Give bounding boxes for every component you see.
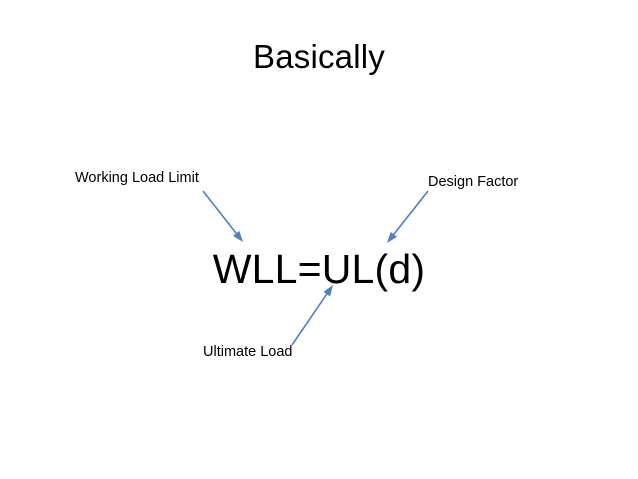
annotation-label-ultimate-load: Ultimate Load <box>203 344 293 360</box>
arrow-design-factor-shaft <box>391 190 429 237</box>
arrow-ultimate-load-shaft <box>291 291 329 346</box>
page-title: Basically <box>252 38 385 75</box>
annotation-label-working-load-limit: Working Load Limit <box>75 170 199 186</box>
arrow-working-load-limit-shaft <box>202 190 239 236</box>
formula-text: WLL=UL(d) <box>212 246 426 292</box>
annotation-label-design-factor: Design Factor <box>428 174 519 190</box>
arrow-working-load-limit-head <box>233 230 243 242</box>
arrow-design-factor-head <box>387 231 397 243</box>
